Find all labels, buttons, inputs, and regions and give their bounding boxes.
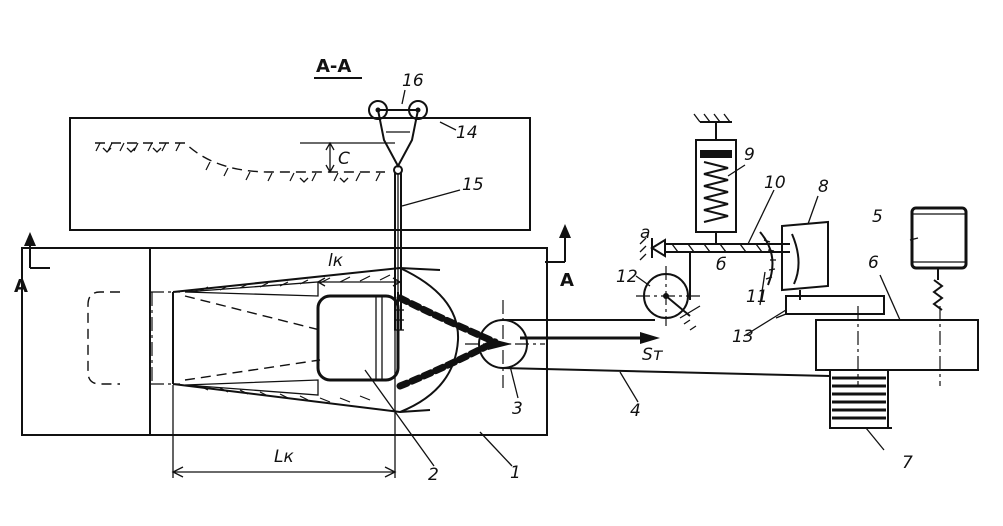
leader-lines [364, 89, 919, 467]
section-title: A-A [316, 56, 351, 77]
chain-ropes [394, 292, 499, 390]
section-mark-a-right: A [560, 270, 574, 291]
part-label-12: 12 [616, 267, 638, 287]
dim-lk-large [171, 466, 397, 478]
part-label-13: 13 [732, 327, 754, 347]
force-s-label: Sт [642, 345, 664, 365]
platform-6 [815, 306, 979, 386]
part-label-14: 14 [456, 123, 478, 143]
part-label-4: 4 [630, 401, 641, 421]
scraper-bucket: lк [172, 251, 460, 414]
section-mark-a-left: A [14, 276, 28, 297]
plan-view-body [21, 247, 548, 478]
pulley-3 [465, 300, 545, 388]
spring-housing [693, 113, 737, 244]
part-label-2: 2 [428, 465, 439, 485]
part-label-6: 6 [868, 253, 879, 273]
part-label-16: 16 [402, 71, 424, 91]
traction-ropes [502, 319, 831, 377]
section-marker-right: A [545, 224, 574, 291]
motor-5 [910, 206, 968, 311]
bracket-13 [775, 295, 885, 319]
part-label-9: 9 [744, 145, 755, 165]
section-marker-left: A [14, 232, 50, 297]
part-label-11: 11 [746, 287, 768, 307]
sensor-8 [781, 220, 829, 300]
part-label-7: 7 [902, 453, 913, 473]
part-label-15: 15 [462, 175, 484, 195]
part-label-5: 5 [872, 207, 883, 227]
part-label-3: 3 [512, 399, 523, 419]
dim-lk-small-label: lк [328, 251, 344, 271]
section-view-box: C [69, 117, 531, 231]
part-label-8: 8 [818, 177, 829, 197]
drum-12 [636, 266, 701, 331]
point-b-label: б [716, 255, 726, 275]
part-label-10: 10 [764, 173, 786, 193]
dim-c-label: C [338, 149, 350, 169]
coil-7 [829, 369, 892, 429]
dim-lk-large-label: Lк [274, 447, 294, 467]
part-label-1: 1 [510, 463, 521, 483]
point-a-label: а [640, 223, 650, 243]
lever [639, 231, 790, 300]
